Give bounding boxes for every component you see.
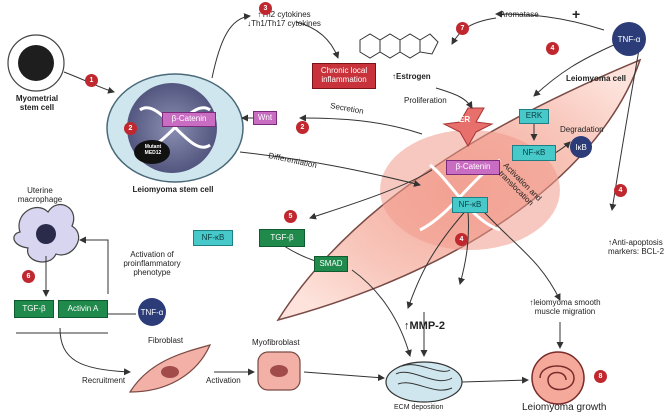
myofibroblast-shape — [257, 351, 301, 391]
step-badge-6: 6 — [22, 270, 35, 283]
estrogen-molecule — [359, 33, 439, 59]
step-badge-5: 5 — [284, 210, 297, 223]
activin-a-box: Activin A — [58, 300, 108, 318]
estrogen-label: ↑Estrogen — [392, 72, 431, 81]
nfkb-box-nucleus: NF-κB — [452, 197, 488, 213]
leiomyoma-stem-cell-shape — [106, 73, 244, 183]
recruitment-label: Recruitment — [82, 376, 126, 385]
tnf-alpha-circle-bottom: TNF-α — [138, 298, 166, 326]
plus-sign: + — [572, 6, 581, 22]
th-cytokines-label: ↑Th2 cytokines ↓Th1/Th17 cytokines — [247, 10, 321, 29]
wnt-box: Wnt — [253, 111, 277, 125]
nfkb-box-left: NF-κB — [193, 230, 233, 246]
step-badge-2b: 2 — [296, 121, 309, 134]
leiomyoma-growth-shape — [531, 351, 585, 405]
step-badge-1: 1 — [85, 74, 98, 87]
smad-box: SMAD — [314, 256, 348, 272]
fibroblast-shape — [128, 344, 212, 393]
erk-box: ERK — [519, 109, 549, 124]
er-label: ER — [459, 115, 471, 124]
step-badge-2a: 2 — [124, 122, 137, 135]
er-receptor-shape — [442, 107, 494, 148]
mutant-med12-label: Mutant MED12 — [144, 144, 162, 156]
beta-catenin-box-stem: β-Catenin — [162, 112, 216, 127]
arrows — [42, 10, 641, 384]
tnf-alpha-circle-top: TNF-α — [612, 22, 646, 56]
myofibroblast-label: Myofibroblast — [252, 338, 300, 347]
step-badge-7: 7 — [456, 22, 469, 35]
uterine-macrophage-shape — [13, 204, 80, 263]
anti-apoptosis-label: ↑Anti-apoptosis markers: BCL-2 — [608, 238, 665, 257]
step-badge-8: 8 — [594, 370, 607, 383]
degradation-label: Degradation — [560, 125, 604, 134]
proliferation-label: Proliferation — [404, 96, 447, 105]
step-badge-4a: 4 — [546, 42, 559, 55]
leiomyoma-stem-cell-label: Leiomyoma stem cell — [132, 185, 214, 194]
step-badge-4c: 4 — [455, 233, 468, 246]
uterine-macrophage-label: Uterine macrophage — [17, 186, 63, 205]
myometrial-stem-cell-label: Myometrial stem cell — [15, 94, 59, 113]
aromatase-label: Aromatase — [500, 10, 539, 19]
step-badge-3: 3 — [259, 2, 272, 15]
beta-catenin-box-cell: β-Catenin — [446, 160, 500, 175]
activation-label: Activation — [206, 376, 241, 385]
leiomyoma-cell-label: Leiomyoma cell — [566, 74, 627, 83]
smooth-muscle-migration-label: ↑leiomyoma smooth muscle migration — [529, 298, 601, 317]
myometrial-stem-cell-shape — [7, 34, 65, 92]
activation-proinflammatory-label: Activation of proinflammatory phenotype — [123, 250, 181, 278]
ecm-deposition-shape — [385, 361, 463, 403]
leiomyoma-growth-label: Leiomyoma growth — [522, 402, 607, 413]
ecm-deposition-label: ECM deposition — [394, 404, 444, 411]
tgf-beta-box-cell: TGF-β — [259, 229, 305, 247]
tgf-beta-box-macrophage: TGF-β — [14, 300, 54, 318]
nfkb-box-cell: NF-κB — [512, 145, 556, 161]
mmp2-label: ↑MMP-2 — [404, 320, 445, 332]
leiomyoma-cell-shape — [276, 58, 642, 322]
chronic-inflammation-box: Chronic local inflammation — [312, 63, 376, 89]
ikb-circle: IκB — [570, 136, 592, 158]
fibroblast-label: Fibroblast — [148, 336, 184, 345]
step-badge-4b: 4 — [614, 184, 627, 197]
